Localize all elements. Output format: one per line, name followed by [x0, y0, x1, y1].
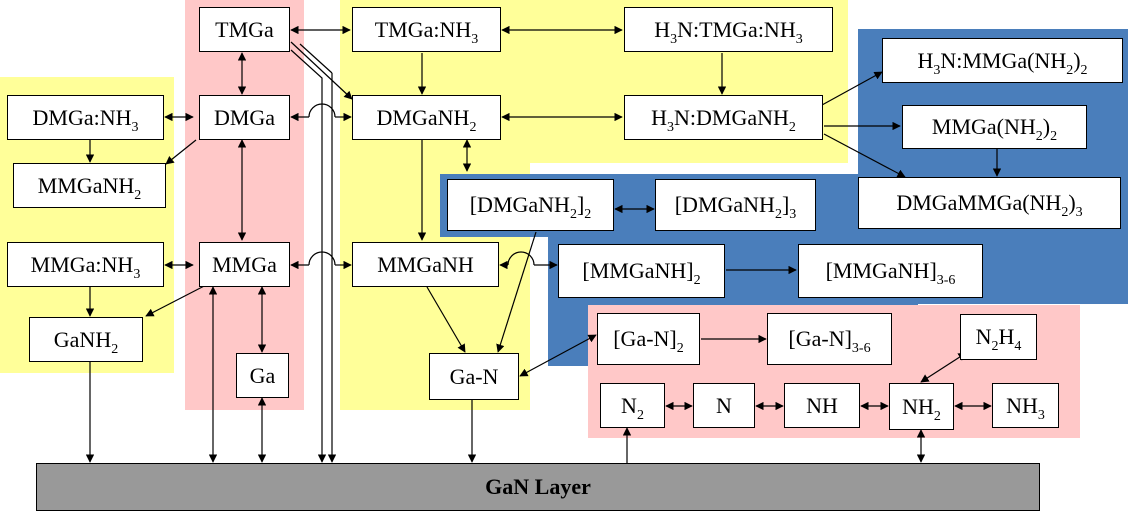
species-label: MMGaNH: [377, 251, 474, 277]
species-label: MMGaNH2: [37, 172, 142, 203]
species-label: [MMGaNH]3-6: [825, 258, 956, 288]
species-label: [MMGaNH]2: [582, 258, 701, 288]
species-label: TMGa: [215, 16, 274, 42]
species-label: DMGa:NH3: [32, 104, 139, 135]
species-mmga: MMGa: [199, 242, 290, 287]
species-h3n-mmga-nh2-2: H3N:MMGa(NH2)2: [882, 38, 1123, 83]
species-dmganh2: DMGaNH2: [352, 95, 501, 140]
species-label: MMGa:NH3: [30, 251, 141, 282]
species-mmganh-oligomer: [MMGaNH]3-6: [798, 244, 983, 298]
species-label: H3N:MMGa(NH2)2: [917, 47, 1088, 78]
species-ga-n-dimer: [Ga-N]2: [597, 313, 700, 365]
species-tmga-nh3: TMGa:NH3: [352, 7, 501, 52]
species-mmga-nh2-2: MMGa(NH2)2: [902, 105, 1087, 149]
species-label: DMGa: [213, 104, 276, 130]
species-label: NH: [806, 392, 838, 418]
species-label: H3N:DMGaNH2: [651, 104, 796, 135]
species-ga: Ga: [236, 353, 289, 398]
species-mmganh-dimer: [MMGaNH]2: [558, 244, 725, 298]
species-label: MMGa(NH2)2: [931, 114, 1058, 144]
species-label: DMGaNH2: [376, 104, 477, 135]
species-n2: N2: [600, 383, 665, 428]
species-label: GaNH2: [53, 326, 119, 357]
species-n: N: [693, 383, 755, 428]
species-label: N2H4: [975, 324, 1022, 354]
species-tmga: TMGa: [199, 7, 290, 52]
species-mmga-nh3: MMGa:NH3: [7, 242, 164, 287]
species-dmgammga-nh2-3: DMGaMMGa(NH2)3: [858, 177, 1121, 229]
species-nh3: NH3: [992, 383, 1059, 428]
species-ga-n-oligomer: [Ga-N]3-6: [767, 313, 892, 365]
species-nh2: NH2: [889, 383, 954, 430]
species-dmga-nh3: DMGa:NH3: [7, 95, 164, 140]
species-dmganh2-dimer: [DMGaNH2]2: [447, 179, 614, 231]
species-label: N2: [621, 392, 644, 423]
gan-layer: GaN Layer: [36, 463, 1040, 511]
species-label: [Ga-N]2: [613, 326, 684, 356]
species-dmga: DMGa: [199, 95, 290, 140]
species-n2h4: N2H4: [960, 314, 1037, 360]
species-h3n-tmga-nh3: H3N:TMGa:NH3: [624, 7, 833, 52]
species-label: NH2: [902, 393, 941, 424]
gallium-species-region: [185, 0, 304, 410]
species-ganh2: GaNH2: [29, 317, 143, 362]
species-label: [DMGaNH2]2: [469, 192, 592, 222]
species-label: [DMGaNH2]3: [674, 192, 797, 222]
species-label: N: [716, 392, 732, 418]
species-label: TMGa:NH3: [374, 16, 479, 47]
species-label: NH3: [1006, 392, 1045, 423]
species-label: [Ga-N]3-6: [788, 326, 871, 356]
species-dmganh2-trimer: [DMGaNH2]3: [655, 179, 816, 231]
species-nh: NH: [784, 383, 860, 428]
species-h3n-dmganh2: H3N:DMGaNH2: [624, 95, 823, 140]
species-mmganh: MMGaNH: [352, 242, 499, 287]
species-mmganh2: MMGaNH2: [13, 163, 166, 208]
species-label: Ga: [249, 362, 276, 388]
species-ga-n: Ga-N: [429, 353, 519, 400]
species-label: MMGa: [212, 251, 277, 277]
species-label: DMGaMMGa(NH2)3: [896, 190, 1083, 220]
species-label: Ga-N: [449, 363, 499, 389]
species-label: H3N:TMGa:NH3: [654, 16, 803, 47]
